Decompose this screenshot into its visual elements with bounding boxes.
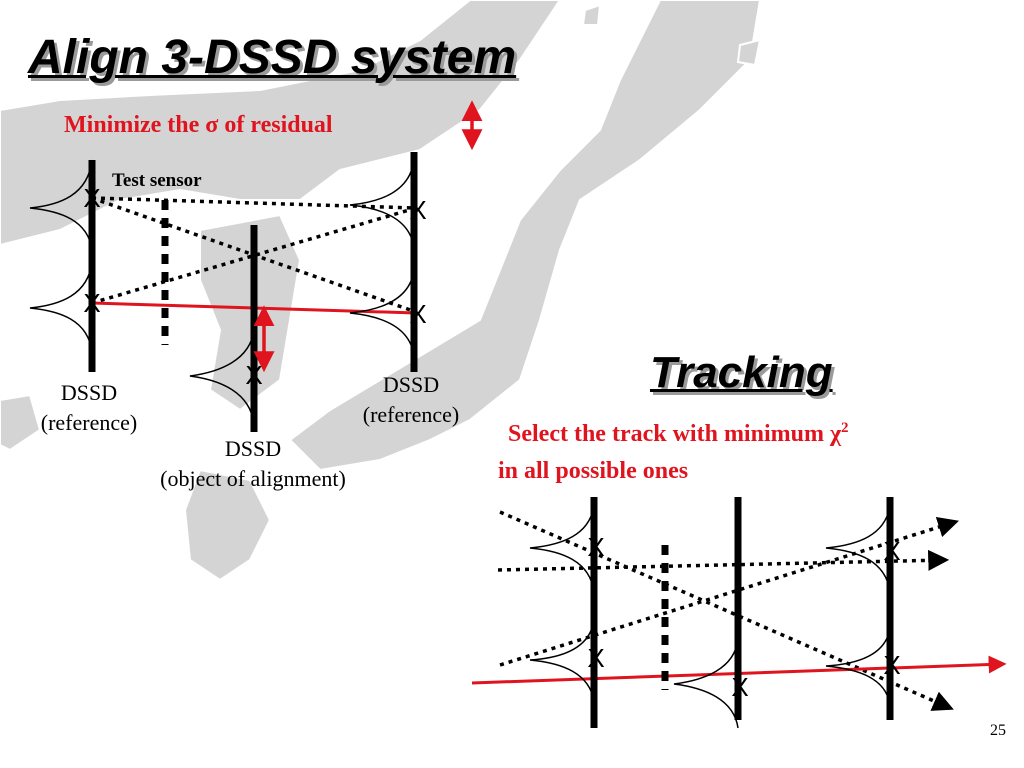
subtitle-suffix: of residual <box>218 112 333 138</box>
tracking-diagram: X X X X X <box>471 497 1007 729</box>
hit-marker: X <box>245 360 262 390</box>
dotted-track <box>91 206 417 305</box>
gaussian-profile <box>29 261 93 353</box>
chi-symbol: χ <box>829 421 842 447</box>
gaussian-profile <box>529 619 595 703</box>
hit-marker: X <box>83 183 100 213</box>
dssd-reference-left-label: DSSD (reference) <box>22 378 156 438</box>
gaussian-profile <box>529 504 595 593</box>
dssd-label-line2: (reference) <box>40 410 138 435</box>
alignment-subtitle: Minimize the σ of residual <box>64 112 333 139</box>
page-number: 25 <box>990 722 1006 739</box>
hit-marker: X <box>731 672 748 702</box>
test-sensor-label: Test sensor <box>112 170 202 191</box>
hit-marker: X <box>883 650 900 680</box>
tracking-description-line2: in all possible ones <box>498 458 689 484</box>
gaussian-profile <box>673 639 739 729</box>
dssd-label-line2: (object of alignment) <box>160 466 346 491</box>
hit-marker: X <box>83 288 100 318</box>
sigma-symbol: σ <box>205 112 219 138</box>
tracking-title: Tracking <box>650 348 833 397</box>
hit-marker: X <box>587 532 604 562</box>
dotted-track <box>499 517 960 667</box>
dssd-object-label: DSSD (object of alignment) <box>124 434 382 494</box>
hit-marker: X <box>409 299 426 329</box>
dssd-label-line1: DSSD <box>382 372 440 397</box>
dotted-track <box>497 549 950 572</box>
dssd-label-line1: DSSD <box>224 436 282 461</box>
subtitle-prefix: Minimize the <box>64 112 206 138</box>
hit-marker: X <box>587 643 604 673</box>
gaussian-profile <box>349 159 415 249</box>
gaussian-profile <box>29 159 93 251</box>
alignment-diagram: X X X X X <box>29 100 483 432</box>
tracking-line1-text: Select the track with minimum <box>508 421 830 447</box>
slide-title: Align 3-DSSD system <box>28 31 517 84</box>
dssd-reference-right-label: DSSD (reference) <box>344 370 478 430</box>
chi-exponent: 2 <box>841 420 849 436</box>
tracking-description-line1: Select the track with minimum χ2 <box>508 420 849 448</box>
dssd-label-line1: DSSD <box>60 380 118 405</box>
hit-marker: X <box>409 195 426 225</box>
gaussian-profile <box>349 269 415 357</box>
dotted-track <box>499 510 954 711</box>
dssd-label-line2: (reference) <box>362 402 460 427</box>
hit-marker: X <box>883 536 900 566</box>
gaussian-profile <box>825 504 891 593</box>
gaussian-profile <box>189 329 255 425</box>
gaussian-profile <box>825 627 891 706</box>
